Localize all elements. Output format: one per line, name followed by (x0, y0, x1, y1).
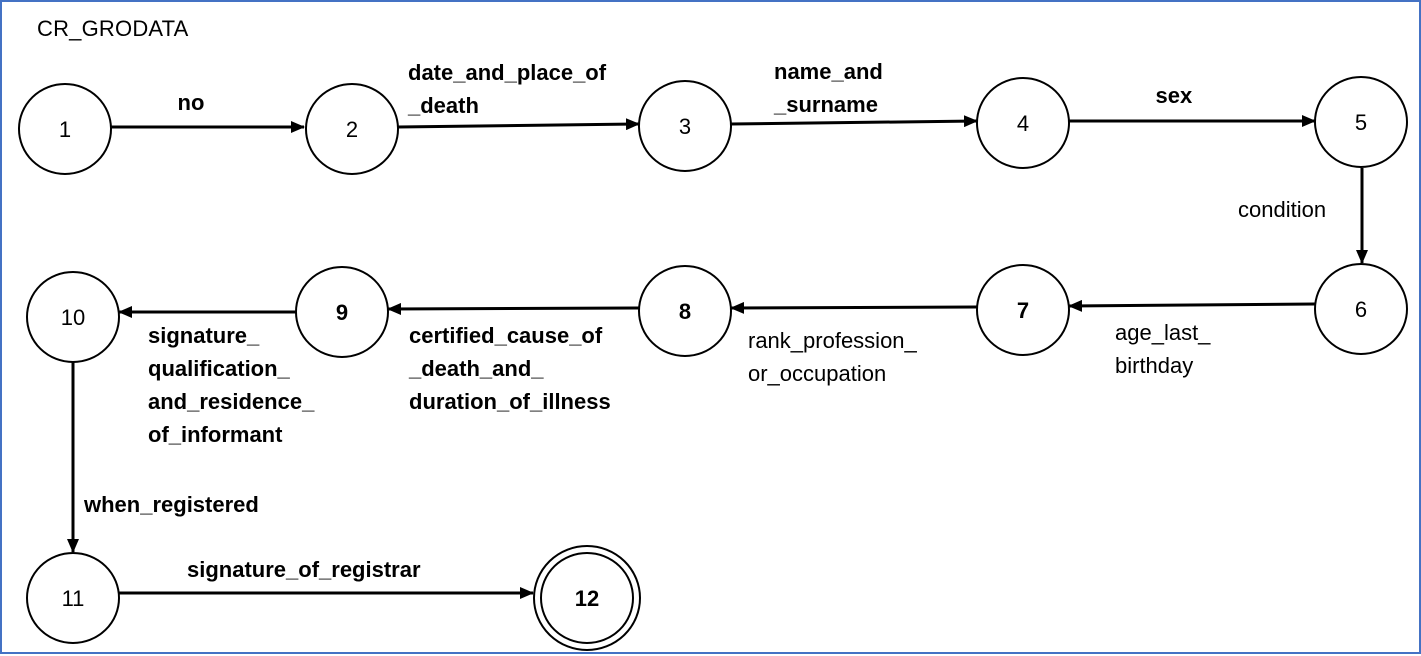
transition-arrow-2-3 (397, 118, 640, 131)
state-circle (18, 83, 112, 175)
state-label: 4 (1017, 111, 1029, 136)
transition-label-line: of_informant (148, 422, 283, 447)
state-circle (638, 265, 732, 357)
transition-label-9-10: signature_ qualification_ and_residence_of… (148, 319, 314, 451)
transition-arrow-7-8 (730, 301, 978, 314)
state-circle (305, 83, 399, 175)
transition-label-line: _death (408, 93, 479, 118)
state-node-8: 8 (638, 265, 732, 357)
state-node-4: 4 (976, 77, 1070, 169)
state-circle (976, 264, 1070, 356)
transition-label-line: or_occupation (748, 361, 887, 386)
state-label: 10 (61, 305, 85, 330)
state-label: 11 (62, 586, 85, 611)
state-label: 9 (336, 300, 348, 325)
state-circle (295, 266, 389, 358)
state-node-1: 1 (18, 83, 112, 175)
final-state-inner-circle (540, 552, 634, 644)
transition-label-line: signature_of_registrar (187, 557, 421, 582)
state-node-9: 9 (295, 266, 389, 358)
diagram-title: CR_GRODATA (37, 16, 189, 41)
state-node-11: 11 (26, 552, 120, 644)
state-circle (26, 271, 120, 363)
state-circle (638, 80, 732, 172)
transition-label-line: qualification_ (148, 356, 290, 381)
state-node-6: 6 (1314, 263, 1408, 355)
state-label: 7 (1017, 298, 1029, 323)
transition-label-line: _death_and_ (409, 356, 544, 381)
transition-arrow-3-4 (730, 115, 978, 128)
transition-label-line: rank_profession_ (748, 328, 917, 353)
transition-label-line: _surname (774, 92, 878, 117)
state-circle (1314, 76, 1408, 168)
transition-label-line: no (177, 90, 205, 115)
state-circle (533, 545, 641, 651)
state-node-12: 12 (533, 545, 641, 651)
state-circle (1314, 263, 1408, 355)
transition-label-7-8: rank_profession_ or_occupation (748, 324, 917, 390)
state-label: 8 (679, 299, 691, 324)
transition-label-line: name_and (774, 59, 883, 84)
transition-label-line: signature_ (148, 323, 260, 348)
transition-label-line: when_registered (84, 492, 259, 517)
state-label: 5 (1355, 110, 1367, 135)
transition-label-11-12: signature_of_registrar (187, 553, 421, 586)
transition-label-line: date_and_place_of (408, 60, 607, 85)
state-node-10: 10 (26, 271, 120, 363)
state-circle (26, 552, 120, 644)
state-label: 6 (1355, 297, 1367, 322)
state-node-2: 2 (305, 83, 399, 175)
state-circle (976, 77, 1070, 169)
state-node-7: 7 (976, 264, 1070, 356)
transition-label-6-7: age_last_ birthday (1115, 316, 1210, 382)
transition-label-8-9: certified_cause_of _death_and_ duration_of… (409, 319, 611, 418)
transition-label-line: and_residence_ (148, 389, 315, 414)
transition-label-5-6: condition (1238, 193, 1326, 226)
transition-label-3-4: name_and _surname (774, 55, 883, 121)
transition-label-line: condition (1238, 197, 1327, 222)
state-node-5: 5 (1314, 76, 1408, 168)
transition-label-1-2: no (178, 86, 205, 119)
transition-label-10-11: when_registered (84, 488, 259, 521)
transition-label-line: duration_of_illness (409, 389, 611, 414)
transition-label-line: age_last_ (1115, 320, 1211, 345)
transition-label-line: certified_cause_of (409, 323, 603, 348)
transition-label-line: birthday (1115, 353, 1194, 378)
transition-arrow-6-7 (1068, 299, 1316, 312)
state-label: 2 (346, 117, 358, 142)
transition-arrow-8-9 (387, 302, 640, 315)
transition-label-2-3: date_and_place_of _death (408, 56, 606, 122)
state-label: 12 (575, 586, 599, 611)
transition-label-line: sex (1155, 83, 1193, 108)
state-label: 3 (679, 114, 691, 139)
state-node-3: 3 (638, 80, 732, 172)
state-label: 1 (59, 117, 71, 142)
transition-label-4-5: sex (1156, 79, 1193, 112)
